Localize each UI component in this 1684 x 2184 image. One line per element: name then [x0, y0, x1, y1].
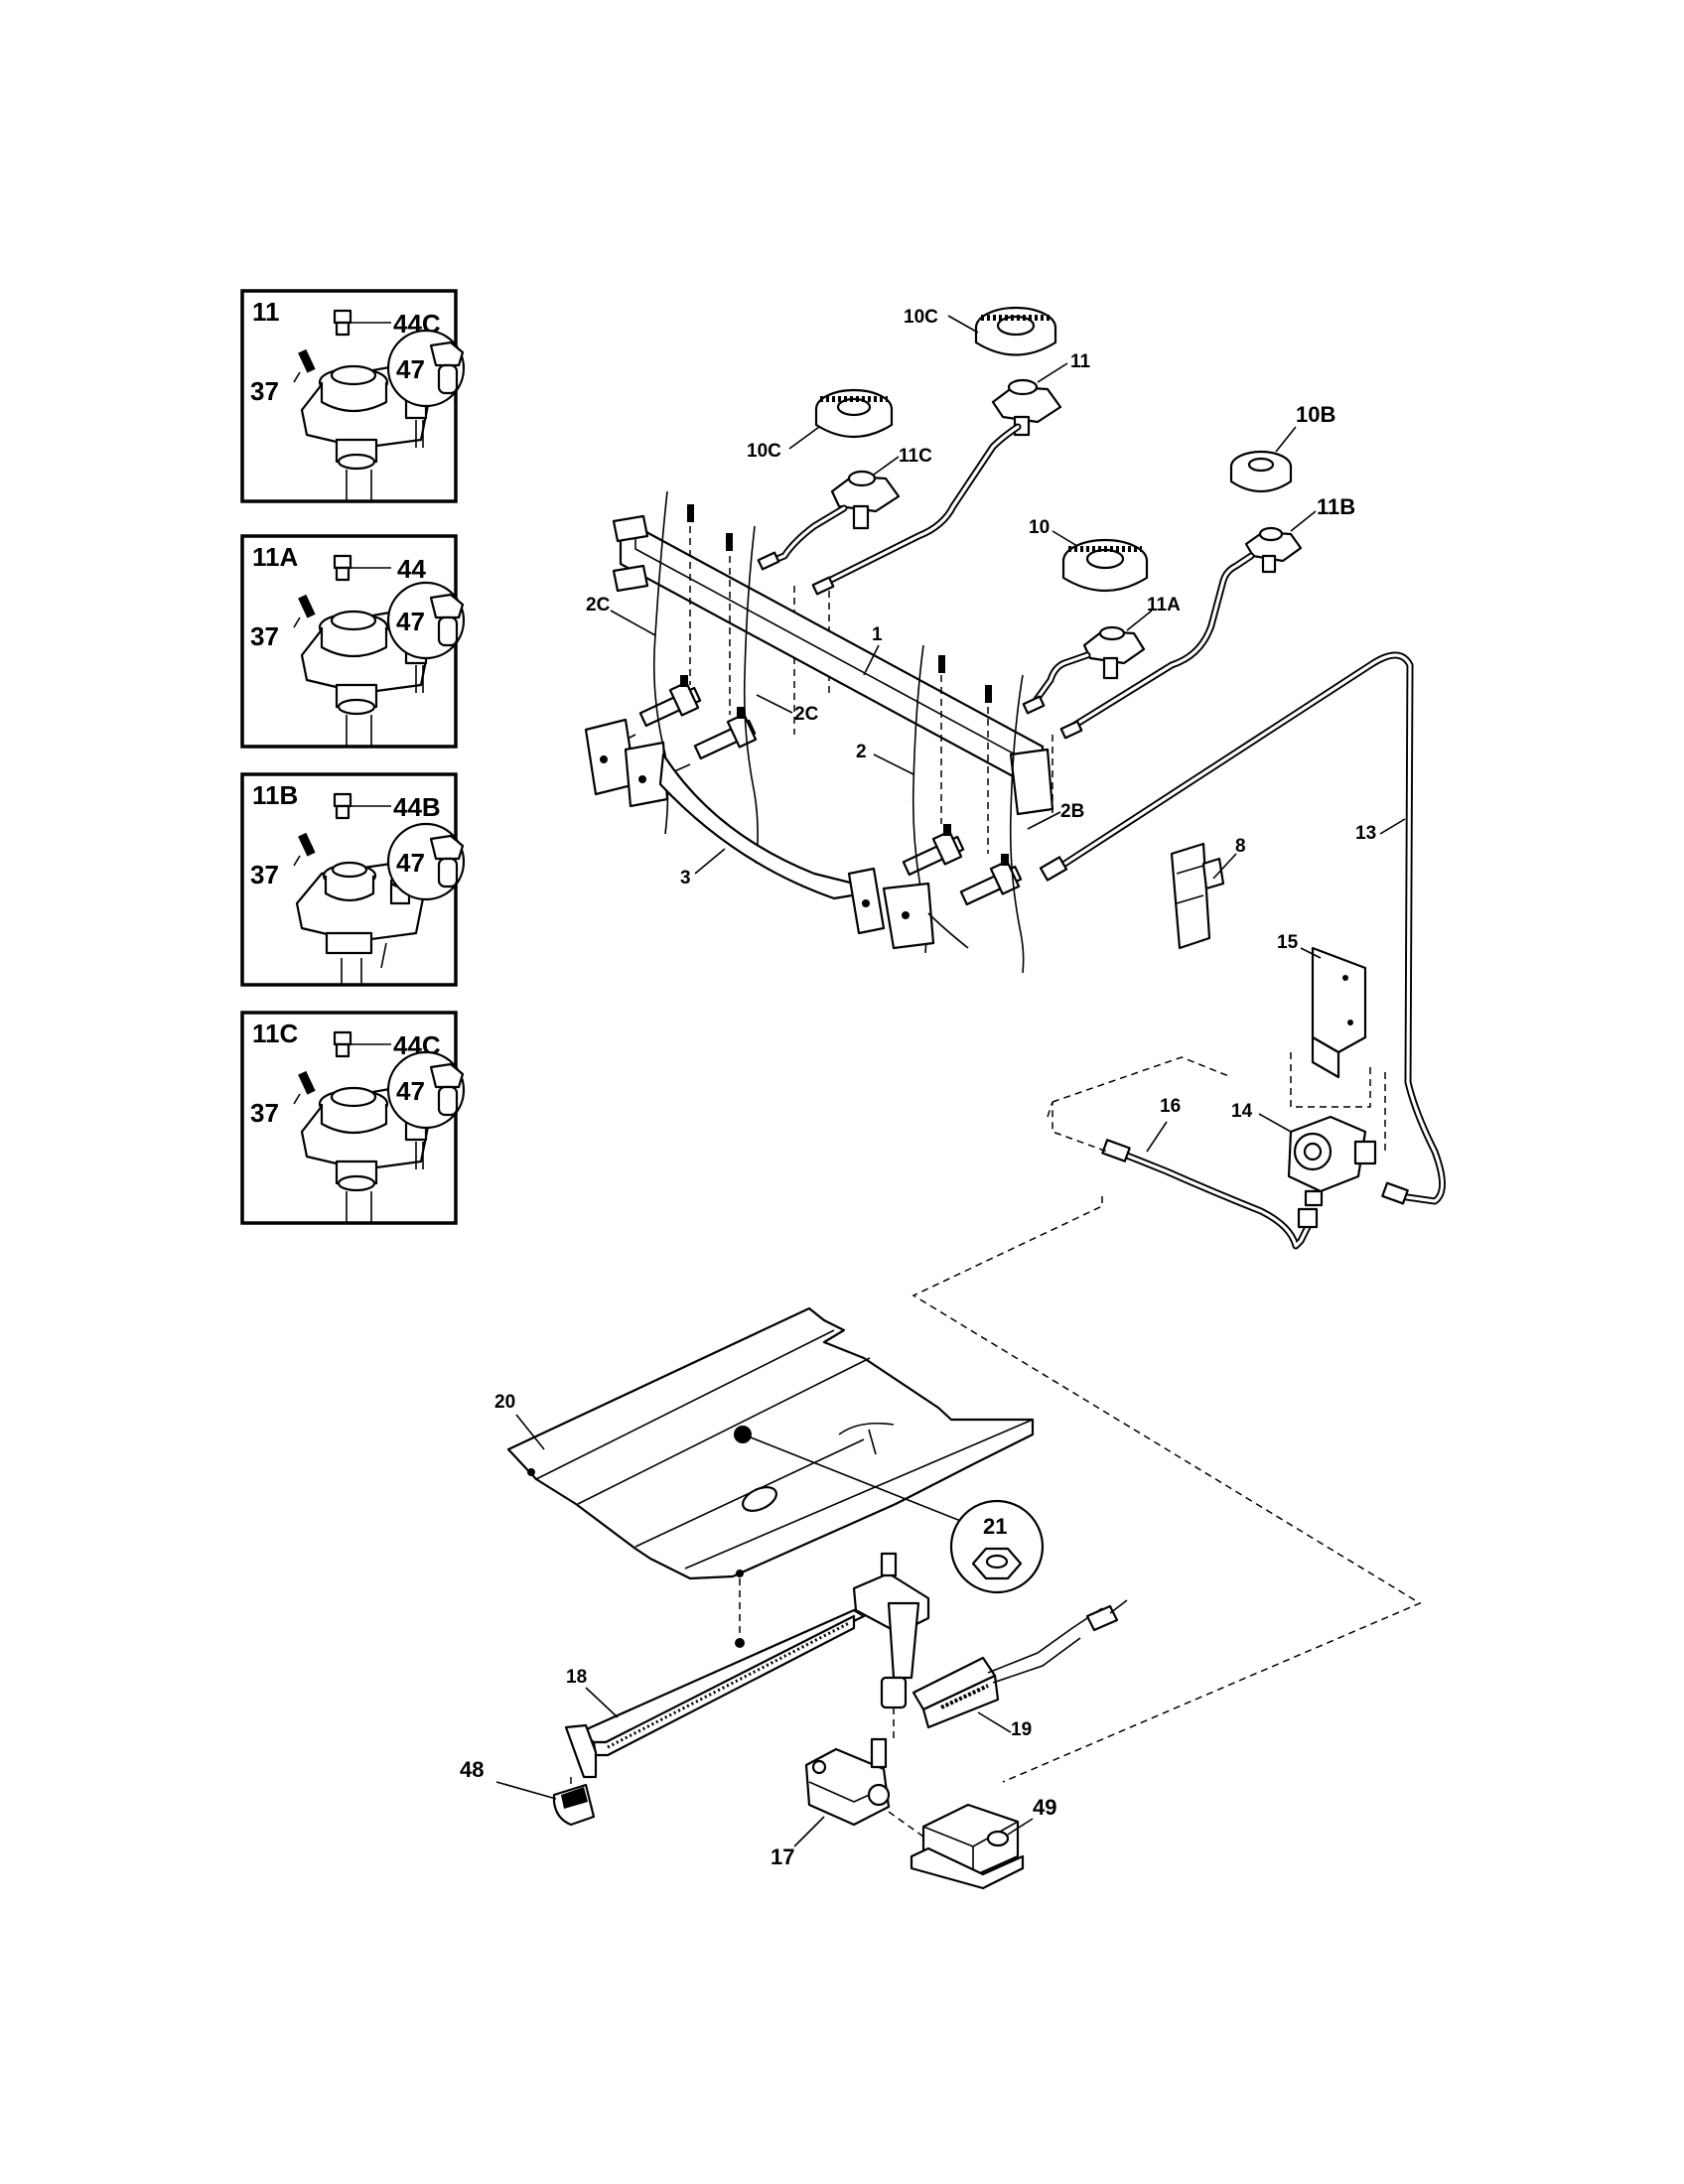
callout-2c-inner: 2C	[794, 704, 819, 725]
callout-10: 10	[1029, 517, 1050, 538]
callout-14: 14	[1231, 1101, 1253, 1122]
nut-detail: 21	[949, 1499, 1045, 1594]
spark-module	[1170, 842, 1225, 950]
cap-part-number: 44B	[393, 792, 441, 822]
callout-48: 48	[460, 1757, 484, 1782]
callout-19: 19	[1011, 1719, 1032, 1740]
orifice-part-number: 47	[396, 848, 425, 878]
inset-title: 11B	[252, 780, 298, 810]
valve-left-inner	[644, 707, 758, 785]
burner-valve-11	[991, 378, 1062, 437]
burner-head-rear-right	[974, 306, 1057, 356]
callout-11c: 11C	[899, 446, 932, 467]
inset-panel-11c: 11C 44C 37 47	[240, 1011, 466, 1225]
burner-head-10b	[1229, 450, 1293, 492]
screw-part-number: 37	[250, 621, 279, 651]
callout-10c-left: 10C	[747, 441, 781, 462]
callout-10b: 10B	[1296, 402, 1335, 427]
valve-right-outer	[902, 824, 965, 877]
bracket-rail	[584, 718, 969, 950]
orifice-part-number: 47	[396, 1076, 425, 1106]
burner-head-rear-left	[814, 388, 894, 439]
valve-bracket	[910, 1803, 1025, 1890]
orifice-part-number: 47	[396, 607, 425, 636]
orifice-part-number: 47	[396, 354, 425, 384]
callout-11: 11	[1070, 351, 1091, 372]
inset-panel-11: 11 44C 37 47	[240, 289, 466, 503]
callout-11a: 11A	[1147, 595, 1181, 615]
burner-tubes	[757, 423, 1255, 740]
burner-head-10	[1061, 538, 1149, 593]
burner-bracket	[552, 1783, 596, 1827]
callout-10c-right: 10C	[904, 307, 938, 328]
callout-2: 2	[856, 742, 867, 762]
callout-49: 49	[1033, 1795, 1056, 1820]
callout-11b: 11B	[1317, 494, 1355, 519]
callout-20: 20	[494, 1392, 515, 1413]
broil-baffle	[506, 1306, 1035, 1580]
callout-1: 1	[872, 624, 883, 645]
callout-15: 15	[1277, 932, 1299, 953]
oven-igniter	[912, 1599, 1128, 1729]
gas-line	[1039, 651, 1446, 1205]
inset-panel-11b: 11B 44B 37 47	[240, 772, 466, 987]
screw-part-number: 37	[250, 1098, 279, 1128]
callout-21: 21	[983, 1514, 1007, 1539]
safety-valve	[804, 1737, 891, 1827]
regulator-tube	[1101, 1139, 1319, 1250]
callout-2c-outer: 2C	[586, 595, 611, 615]
burner-valve-11b	[1244, 526, 1303, 574]
inset-title: 11	[252, 297, 280, 327]
regulator-bracket	[1311, 946, 1367, 1079]
manifold	[612, 514, 1054, 816]
callout-16: 16	[1160, 1096, 1181, 1117]
screw-part-number: 37	[250, 860, 279, 889]
inset-title: 11C	[252, 1019, 298, 1048]
cap-part-number: 44	[397, 554, 426, 584]
oven-burner	[564, 1552, 930, 1779]
inset-panel-11a: 11A 44 37 47	[240, 534, 466, 749]
callout-17: 17	[771, 1844, 794, 1869]
manifold-screws	[687, 504, 992, 703]
inset-title: 11A	[252, 542, 298, 572]
pressure-regulator	[1287, 1115, 1377, 1207]
callout-18: 18	[566, 1667, 587, 1688]
callout-13: 13	[1355, 823, 1376, 844]
burner-valve-11c	[830, 470, 901, 530]
callout-3: 3	[680, 868, 691, 888]
callout-2b: 2B	[1060, 801, 1084, 822]
burner-valve-11a	[1082, 625, 1146, 680]
callout-8: 8	[1235, 836, 1246, 857]
screw-part-number: 37	[250, 376, 279, 406]
